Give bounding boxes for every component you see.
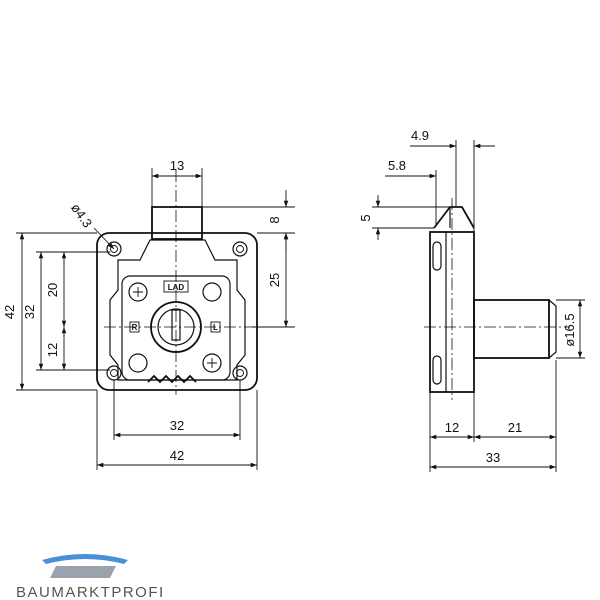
front-view: LAD R L 13 [2,158,295,470]
right-mark: R [132,323,138,332]
dim-height-12: 12 [45,343,60,357]
mounting-holes [106,241,248,381]
spring-detail [147,374,197,384]
lock-plate [96,232,258,391]
cylinder-side [473,299,550,359]
brand-name: BAUMARKTPROFI [16,584,165,600]
bolt-top [151,206,203,240]
dim-height-8: 8 [267,216,282,223]
dim-height-32: 32 [22,305,37,319]
left-mark: L [213,323,218,332]
dim-5: 5 [358,214,373,221]
screws [128,282,222,373]
brand-logo: BAUMARKTPROFI [16,554,165,600]
dim-width-42: 42 [170,448,184,463]
dim-hole-diameter: ø4.3 [68,200,95,230]
dim-height-42: 42 [2,305,17,319]
dim-width-32: 32 [170,418,184,433]
dim-height-25: 25 [267,273,282,287]
dim-33: 33 [486,450,500,465]
dim-16-5: ø16.5 [562,313,577,346]
dim-top-width: 13 [170,158,184,173]
bolt-nose [433,206,475,229]
dim-21: 21 [508,420,522,435]
dim-5-8: 5.8 [388,158,406,173]
side-view: 4.9 5.8 5 ø16.5 12 21 33 [358,128,585,472]
dim-12: 12 [445,420,459,435]
logo-roof-icon [42,554,128,564]
lock-body [109,239,246,381]
logo-body-icon [50,566,116,578]
lad-label: LAD [168,283,185,292]
dim-height-20: 20 [45,283,60,297]
dim-4-9: 4.9 [411,128,429,143]
